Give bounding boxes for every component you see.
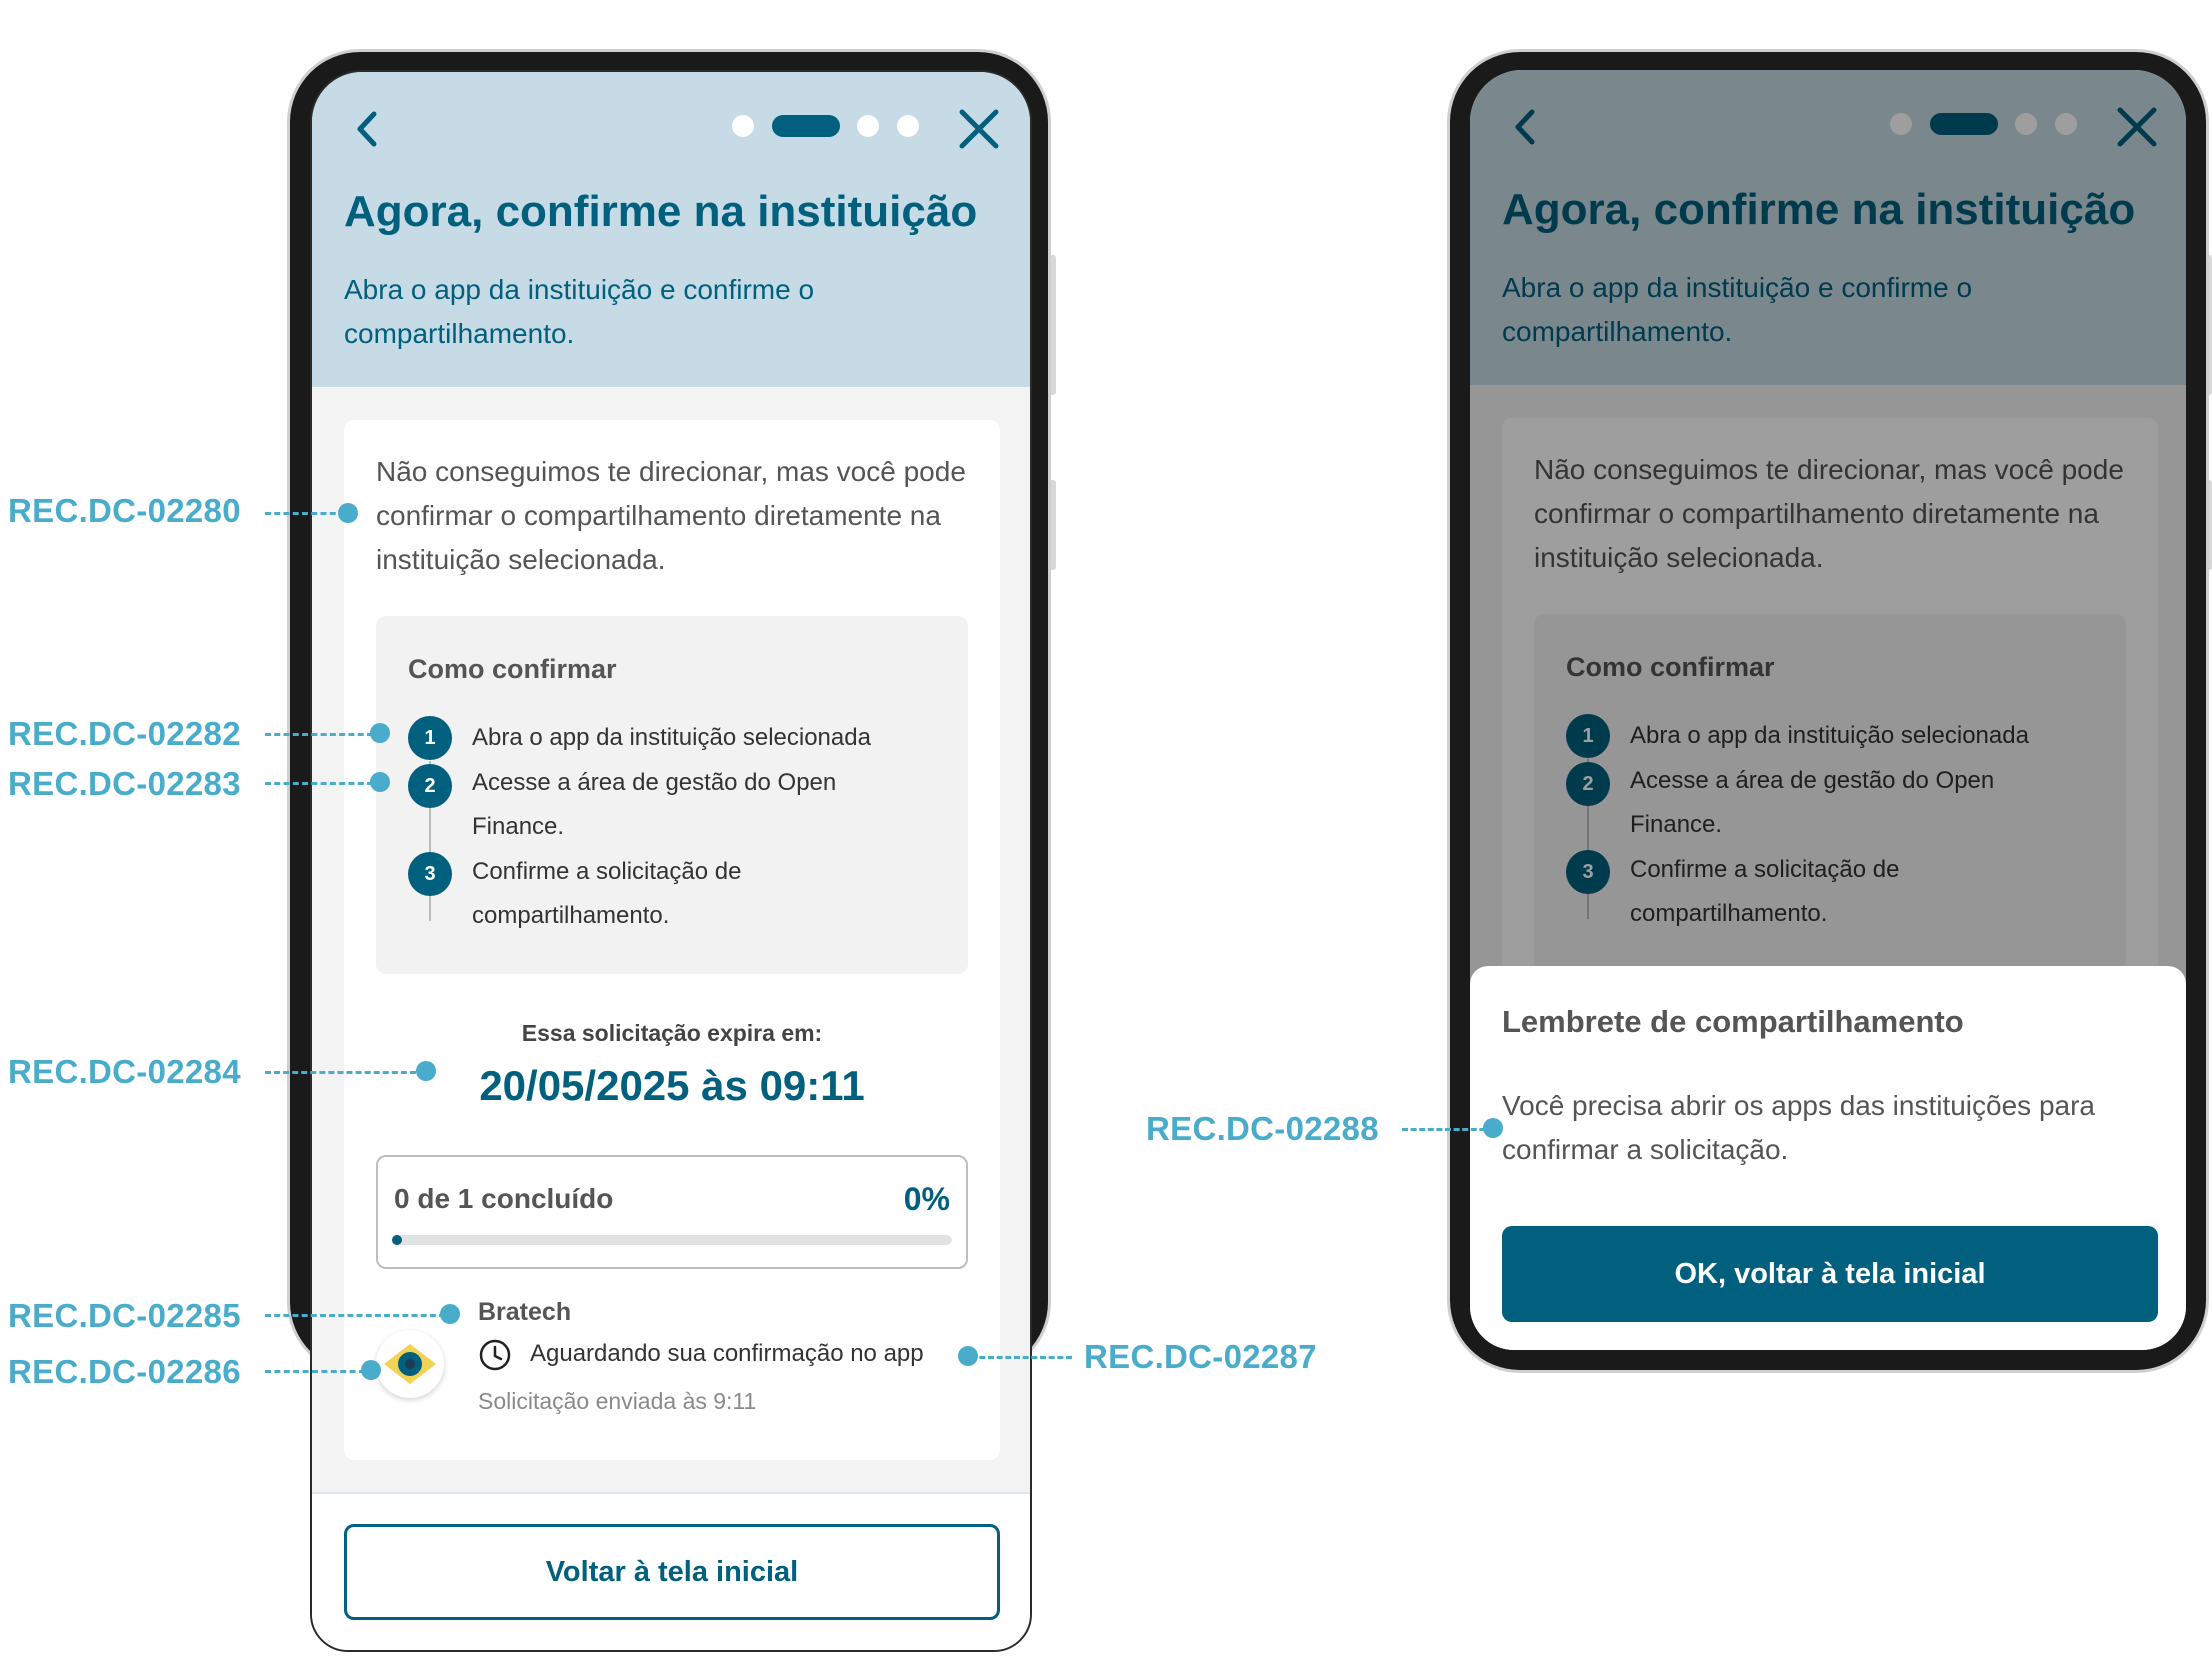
stepper-active [1930,113,1998,135]
step-number-2: 2 [408,764,452,808]
page-subtitle: Abra o app da instituição e confirme o c… [1502,272,1973,347]
step-number-1: 1 [1566,714,1610,758]
phone-side-button [2206,480,2212,570]
back-button[interactable] [348,104,388,154]
bratech-logo-icon [384,1344,436,1384]
page-subtitle: Abra o app da instituição e confirme o c… [344,274,815,349]
annotation-connector [265,1314,445,1317]
annotation-connector [962,1356,1072,1359]
stepper-dot [732,115,754,137]
annotation-dot [1483,1118,1503,1138]
step-number-3: 3 [1566,850,1610,894]
redirect-message: Não conseguimos te direcionar, mas você … [1534,454,2124,573]
stepper-indicator [732,115,932,145]
annotation-dot [416,1061,436,1081]
annotation-dot [361,1360,381,1380]
info-card: Não conseguimos te direcionar, mas você … [344,420,1000,1460]
annotation-connector [265,512,345,515]
chevron-left-icon [357,111,377,147]
phone-side-button [1048,255,1056,395]
annotation-connector [265,782,373,785]
annotation-connector [265,1071,425,1074]
progress-fill [392,1235,402,1245]
step-number-1: 1 [408,716,452,760]
step-text-3: Confirme a solicitação de compartilhamen… [472,858,742,929]
close-icon [959,109,999,149]
expire-label: Essa solicitação expira em: [521,1020,823,1046]
back-home-button[interactable]: Voltar à tela inicial [344,1524,1000,1620]
institution-name: Bratech [478,1298,572,1326]
progress-label: 0 de 1 concluído [394,1183,614,1214]
step-number-3: 3 [408,852,452,896]
steps-title: Como confirmar [408,654,617,684]
step-text-1: Abra o app da instituição selecionada [472,724,871,751]
annotation-connector [265,1370,365,1373]
annotation-label: REC.DC-02280 [8,492,241,529]
annotation-connector [1402,1128,1494,1131]
phone-screen-left: Agora, confirme na instituição Abra o ap… [310,70,1032,1652]
step-text-2: Acesse a área de gestão do Open Finance. [472,769,837,840]
expire-date: 20/05/2025 às 09:11 [479,1062,865,1109]
close-button[interactable] [954,104,1004,154]
step-text-3: Confirme a solicitação de compartilhamen… [1630,856,1900,927]
step-number-2: 2 [1566,762,1610,806]
step-text-2: Acesse a área de gestão do Open Finance. [1630,767,1995,838]
phone-side-button [2206,255,2212,395]
stepper-indicator [1890,113,2090,143]
page-title: Agora, confirme na instituição [344,187,978,236]
annotation-label: REC.DC-02285 [8,1297,241,1334]
steps-title: Como confirmar [1566,652,1775,682]
stepper-dot [1890,113,1912,135]
stepper-active [772,115,840,137]
page-title: Agora, confirme na instituição [1502,185,2136,234]
stepper-dot [897,115,919,137]
close-icon [2117,107,2157,147]
sheet-title: Lembrete de compartilhamento [1502,1004,1964,1039]
annotation-connector [265,733,373,736]
institution-logo [376,1330,444,1398]
ok-back-home-button[interactable]: OK, voltar à tela inicial [1502,1226,2158,1322]
back-button [1506,102,1546,152]
annotation-dot [958,1346,978,1366]
reminder-bottom-sheet: Lembrete de compartilhamento Você precis… [1470,966,2186,1350]
annotation-dot [440,1304,460,1324]
annotation-label: REC.DC-02283 [8,765,241,802]
stepper-dot [857,115,879,137]
annotation-label: REC.DC-02282 [8,715,241,752]
annotation-label: REC.DC-02287 [1084,1338,1317,1375]
phone-screen-right: Agora, confirme na instituição Abra o ap… [1470,70,2186,1350]
phone-side-button [1048,480,1056,570]
footer-bar: Voltar à tela inicial [312,1492,1030,1650]
sheet-message: Você precisa abrir os apps das instituiç… [1502,1090,2095,1165]
annotation-label: REC.DC-02284 [8,1053,241,1090]
progress-box: 0 de 1 concluído 0% [376,1155,968,1269]
steps-box: Como confirmar 1 Abra o app da instituiç… [376,616,968,974]
annotation-dot [338,503,358,523]
steps-connector [429,761,431,921]
annotation-dot [370,772,390,792]
progress-track [392,1235,952,1245]
stepper-dot [2055,113,2077,135]
annotation-label: REC.DC-02286 [8,1353,241,1390]
progress-percent: 0% [903,1181,950,1217]
institution-status: Aguardando sua confirmação no app [530,1340,924,1367]
annotation-dot [370,723,390,743]
stepper-dot [2015,113,2037,135]
institution-sent-time: Solicitação enviada às 9:11 [478,1388,757,1414]
step-text-1: Abra o app da instituição selecionada [1630,722,2029,749]
redirect-message: Não conseguimos te direcionar, mas você … [376,456,966,575]
close-button [2112,102,2162,152]
chevron-left-icon [1515,109,1535,145]
steps-connector [1587,759,1589,919]
annotation-label: REC.DC-02288 [1146,1110,1379,1147]
clock-icon [478,1338,512,1372]
steps-box: Como confirmar 1 Abra o app da instituiç… [1534,614,2126,972]
